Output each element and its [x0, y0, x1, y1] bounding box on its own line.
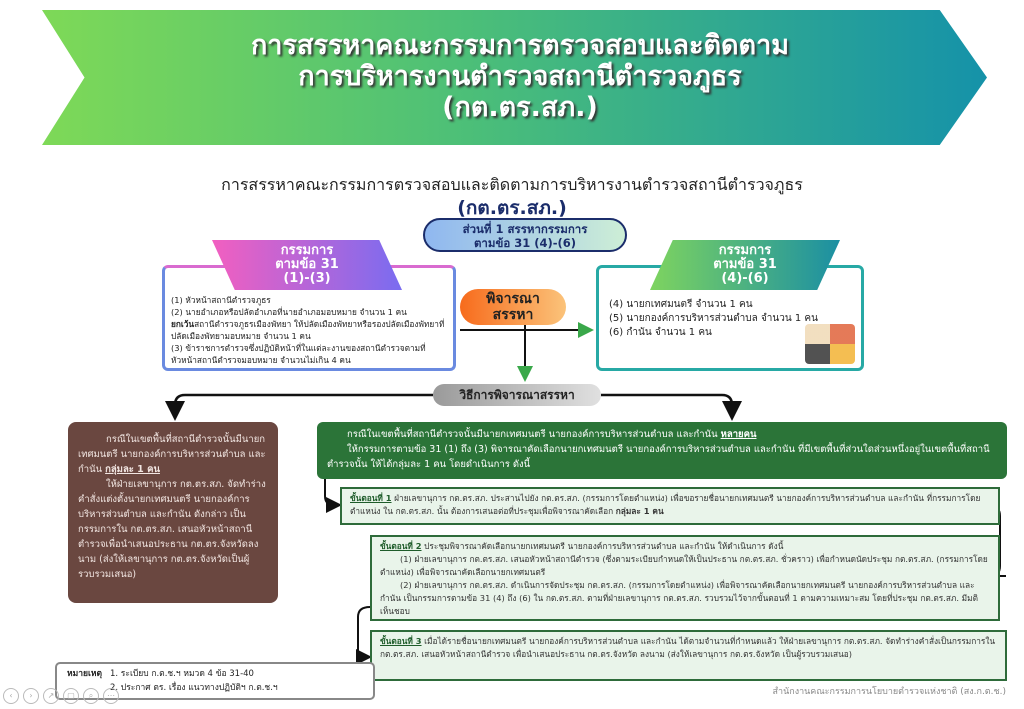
step-3-box: ขั้นตอนที่ 3 เมื่อได้รายชื่อนายกเทศมนตรี… [370, 630, 1007, 681]
diagram-title: การสรรหาคณะกรรมการตรวจสอบและติดตามการบริ… [221, 175, 803, 194]
slide-nav-controls: ‹ › ↗ ▢ ⌕ ⋯ [3, 688, 119, 704]
step-subitem: (1) ฝ่ายเลขานุการ กต.ตร.สภ. เสนอหัวหน้าส… [380, 554, 988, 577]
step-label: ขั้นตอนที่ 3 [380, 636, 422, 646]
ribbon-line: (4)-(6) [721, 271, 769, 286]
ribbon-line: กรรมการ [718, 243, 772, 258]
arrow-to-green-box [601, 393, 742, 421]
banner-title: การสรรหาคณะกรรมการตรวจสอบและติดตาม การบร… [120, 30, 920, 123]
committee-1-3-ribbon: กรรมการ ตามข้อ 31 (1)-(3) [212, 240, 402, 290]
list-item: (4) นายกเทศมนตรี จำนวน 1 คน [609, 299, 753, 310]
step-label: ขั้นตอนที่ 1 [350, 493, 392, 503]
case-instruction: ให้กรรมการตามข้อ 31 (1) ถึง (3) พิจารณาค… [327, 444, 990, 470]
diagram-title-abbr: (กต.ตร.สภ.) [457, 197, 567, 219]
step-label: ขั้นตอนที่ 2 [380, 541, 422, 551]
slides-icon[interactable]: ▢ [63, 688, 79, 704]
list-item: ยกเว้นสถานีตำรวจภูธรเมืองพัทยา ให้ปลัดเม… [171, 318, 447, 342]
case-instruction: ให้ฝ่ายเลขานุการ กต.ตร.สภ. จัดทำร่างคำสั… [78, 479, 266, 580]
part-pill-line: ส่วนที่ 1 สรรหากรรมการ [462, 222, 588, 236]
committee-1-3-box: (1) หัวหน้าสถานีตำรวจภูธร (2) นายอำเภอหร… [162, 265, 456, 371]
list-item: (2) นายอำเภอหรือปลัดอำเภอที่นายอำเภอมอบห… [171, 307, 407, 317]
list-item: (1) หัวหน้าสถานีตำรวจภูธร [171, 295, 271, 305]
prev-slide-button[interactable]: ‹ [3, 688, 19, 704]
note-item: 1. ระเบียบ ก.ต.ช.ฯ หมวด 4 ข้อ 31-40 [110, 669, 254, 679]
next-slide-button[interactable]: › [23, 688, 39, 704]
pill-line: พิจารณา [486, 291, 540, 307]
case-emphasis: กลุ่มละ 1 คน [105, 464, 160, 475]
case-text: กรณีในเขตพื้นที่สถานีตำรวจนั้นมีนายกเทศม… [78, 434, 266, 475]
note-item: 2. ประกาศ ตร. เรื่อง แนวทางปฏิบัติฯ ก.ต.… [110, 683, 278, 693]
list-item: (3) ข้าราชการตำรวจซึ่งปฏิบัติหน้าที่ในแต… [171, 343, 426, 365]
case-text: กรณีในเขตพื้นที่สถานีตำรวจนั้นมีนายกเทศม… [347, 429, 721, 440]
banner-title-line: การบริหารงานตำรวจสถานีตำรวจภูธร [298, 61, 742, 92]
ribbon-line: (1)-(3) [283, 271, 331, 286]
arrow-to-step1 [324, 479, 342, 513]
multiple-case-box: กรณีในเขตพื้นที่สถานีตำรวจนั้นมีนายกเทศม… [317, 422, 1007, 479]
zoom-icon[interactable]: ⌕ [83, 688, 99, 704]
arrow-to-brown-box [165, 393, 433, 421]
single-case-box: กรณีในเขตพื้นที่สถานีตำรวจนั้นมีนายกเทศม… [68, 422, 278, 603]
ribbon-line: ตามข้อ 31 [275, 257, 339, 272]
part-pill-line: ตามข้อ 31 (4)-(6) [473, 236, 577, 250]
puzzle-illustration-icon [805, 324, 855, 364]
step-text: ฝ่ายเลขานุการ กต.ตร.สภ. ประสานไปยัง กต.ต… [350, 493, 981, 516]
method-pill: วิธีการพิจารณาสรรหา [433, 384, 601, 406]
arrow-to-step3 [356, 606, 372, 665]
step-text: ประชุมพิจารณาคัดเลือกนายกเทศมนตรี นายกอง… [421, 541, 784, 551]
part-1-pill: ส่วนที่ 1 สรรหากรรมการ ตามข้อ 31 (4)-(6) [423, 218, 627, 252]
more-icon[interactable]: ⋯ [103, 688, 119, 704]
list-item: (6) กำนัน จำนวน 1 คน [609, 327, 712, 338]
step-emphasis: กลุ่มละ 1 คน [615, 506, 664, 516]
pill-line: สรรหา [492, 307, 534, 323]
list-item: (5) นายกองค์การบริหารส่วนตำบล จำนวน 1 คน [609, 313, 818, 324]
title-banner [42, 10, 987, 145]
ribbon-line: กรรมการ [280, 243, 334, 258]
committee-4-6-ribbon: กรรมการ ตามข้อ 31 (4)-(6) [650, 240, 840, 290]
step-subitem: (2) ฝ่ายเลขานุการ กต.ตร.สภ. ดำเนินการจัด… [380, 580, 978, 616]
banner-title-line: การสรรหาคณะกรรมการตรวจสอบและติดตาม [250, 30, 790, 61]
banner-title-line: (กต.ตร.สภ.) [442, 92, 598, 123]
case-emphasis: หลายคน [720, 429, 757, 440]
consider-recruit-pill: พิจารณา สรรหา [460, 289, 566, 325]
except-text: สถานีตำรวจภูธรเมืองพัทยา ให้ปลัดเมืองพัท… [171, 319, 445, 341]
step-2-box: ขั้นตอนที่ 2 ประชุมพิจารณาคัดเลือกนายกเท… [370, 535, 1000, 621]
ribbon-line: ตามข้อ 31 [713, 257, 777, 272]
pen-icon[interactable]: ↗ [43, 688, 59, 704]
step-text: เมื่อได้รายชื่อนายกเทศมนตรี นายกองค์การบ… [380, 636, 996, 659]
note-label: หมายเหตุ [67, 669, 102, 679]
footer-org: สำนักงานคณะกรรมการนโยบายตำรวจแห่งชาติ (ส… [772, 687, 1006, 697]
except-label: ยกเว้น [171, 319, 195, 329]
step-1-box: ขั้นตอนที่ 1 ฝ่ายเลขานุการ กต.ตร.สภ. ประ… [340, 487, 1000, 525]
